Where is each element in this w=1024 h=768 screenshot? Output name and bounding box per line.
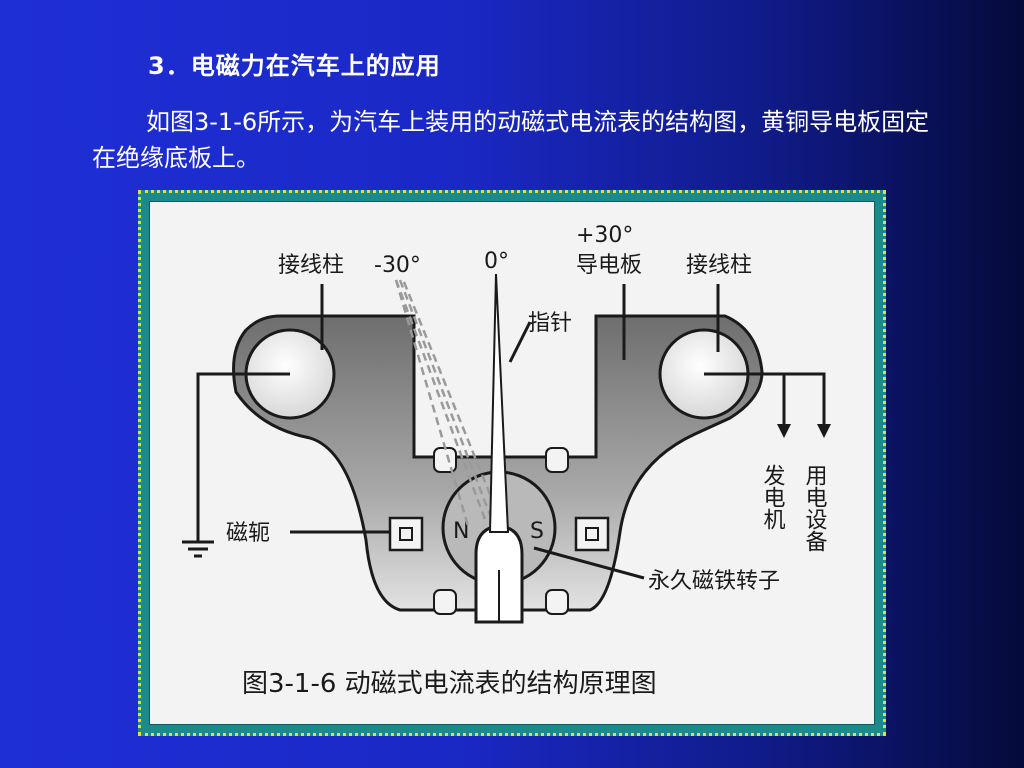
arrow-to-generator — [777, 424, 791, 438]
ground-wire — [196, 372, 290, 542]
yoke-right-inner — [585, 527, 599, 541]
leader-pointer — [508, 321, 532, 363]
ammeter-diagram: N S — [182, 223, 831, 699]
label-device: 用电设备 — [802, 464, 828, 552]
north-pole-label: N — [453, 519, 469, 544]
pointer-minus30-positions — [394, 279, 504, 527]
output-wire — [704, 372, 826, 428]
figure-caption: 图3-1-6 动磁式电流表的结构原理图 — [242, 669, 657, 699]
tab-upper-right — [545, 447, 569, 473]
label-pointer: 指针 — [528, 311, 572, 336]
slide-heading: 3．电磁力在汽车上的应用 — [148, 52, 441, 80]
label-yoke: 磁轭 — [226, 521, 270, 546]
label-terminal-left: 接线柱 — [278, 253, 344, 278]
label-magnet-rotor: 永久磁铁转子 — [648, 569, 780, 594]
label-minus30: -30° — [374, 253, 421, 278]
yoke-right — [574, 516, 610, 552]
tab-lower-right — [545, 589, 569, 615]
label-zero: 0° — [484, 249, 509, 274]
leader-magnet-rotor — [533, 546, 645, 580]
label-conductor-plate: 导电板 — [576, 253, 642, 278]
tab-upper-left — [433, 447, 457, 473]
arrow-to-device — [817, 424, 831, 438]
label-terminal-right: 接线柱 — [686, 253, 752, 278]
south-pole-label: S — [530, 519, 544, 544]
yoke-left-inner — [399, 527, 413, 541]
tab-lower-left — [433, 589, 457, 615]
figure-panel: N S — [149, 201, 875, 725]
pointer-needle — [488, 273, 510, 533]
label-plus30: +30° — [576, 223, 633, 248]
slide-paragraph: 如图3-1-6所示，为汽车上装用的动磁式电流表的结构图，黄铜导电板固定在绝缘底板… — [92, 108, 930, 172]
label-generator: 发电机 — [760, 464, 786, 530]
figure-frame: N S — [138, 190, 886, 736]
